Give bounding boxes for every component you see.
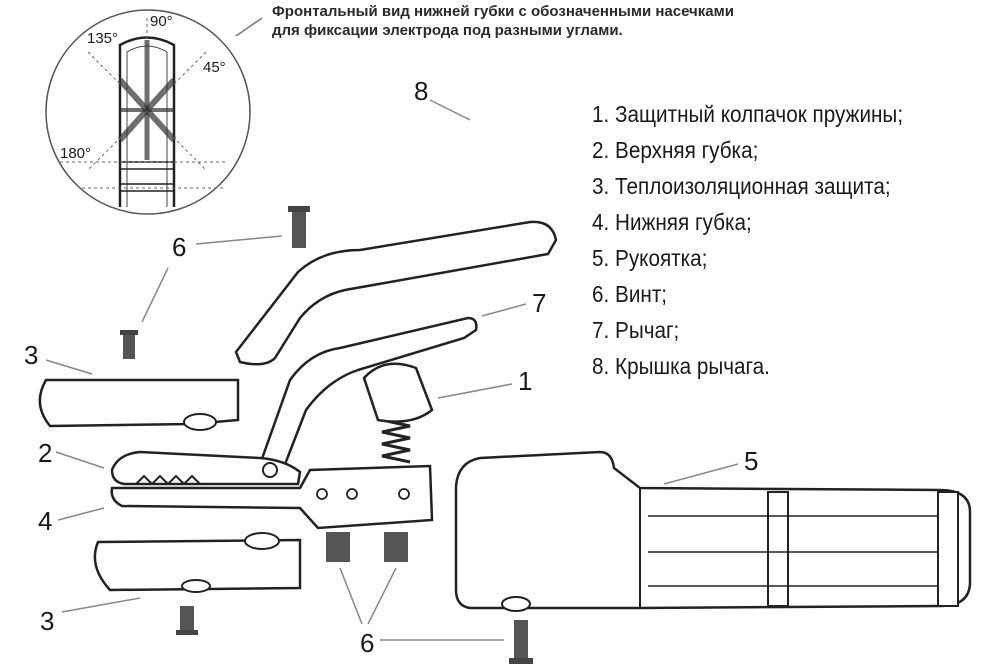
heat-insulation-upper-part [38,378,240,428]
screw-body-right [384,532,408,562]
callout-8: 8 [414,76,428,106]
parts-legend: 1. Защитный колпачок пружины; 2. Верхняя… [592,96,992,384]
legend-item-upper-jaw: 2. Верхняя губка; [592,137,759,163]
callout-7: 7 [532,288,546,318]
lever-part [256,316,478,474]
screw-jaw-lower [176,606,198,635]
jaw-front-view-inset: 135° 90° 45° 180° [45,9,263,215]
leader-lines [45,99,739,641]
callout-2: 2 [38,438,52,468]
callout-4: 4 [38,506,52,536]
screw-top [288,206,310,248]
callout-3-upper: 3 [24,340,38,370]
legend-item-heat-insulation: 3. Теплоизоляционная защита; [592,173,891,199]
spring-part [381,418,411,464]
legend-item-handle: 5. Рукоятка; [592,245,708,271]
angle-label-45: 45° [203,59,226,76]
angle-label-90: 90° [150,13,173,30]
callout-1: 1 [518,366,532,396]
legend-item-lower-jaw: 4. Нижняя губка; [592,209,752,235]
legend-item-screw: 6. Винт; [592,281,668,307]
diagram-caption: Фронтальный вид нижней губки с обозначен… [272,2,832,40]
callout-3-lower: 3 [40,606,54,636]
heat-insulation-lower-part [93,538,302,592]
angle-label-180: 180° [60,145,91,162]
screw-body-left [326,532,350,562]
legend-item-spring-cap: 1. Защитный колпачок пружины; [592,101,904,127]
legend-item-lever-cover: 8. Крышка рычага. [592,353,770,379]
angle-label-135: 135° [87,30,118,47]
caption-line-1: Фронтальный вид нижней губки с обозначен… [272,3,734,20]
callout-6-top: 6 [172,232,186,262]
spring-cap-part [362,362,434,423]
legend-item-lever: 7. Рычаг; [592,317,680,343]
handle-part [454,450,972,612]
screw-jaw-upper [120,330,138,359]
callout-5: 5 [744,446,758,476]
caption-line-2: для фиксации электрода под разными углам… [272,22,623,39]
lever-cover-part [234,220,558,366]
callout-6-bottom: 6 [360,628,374,658]
lower-jaw-part [110,464,434,530]
screw-handle [509,620,533,664]
